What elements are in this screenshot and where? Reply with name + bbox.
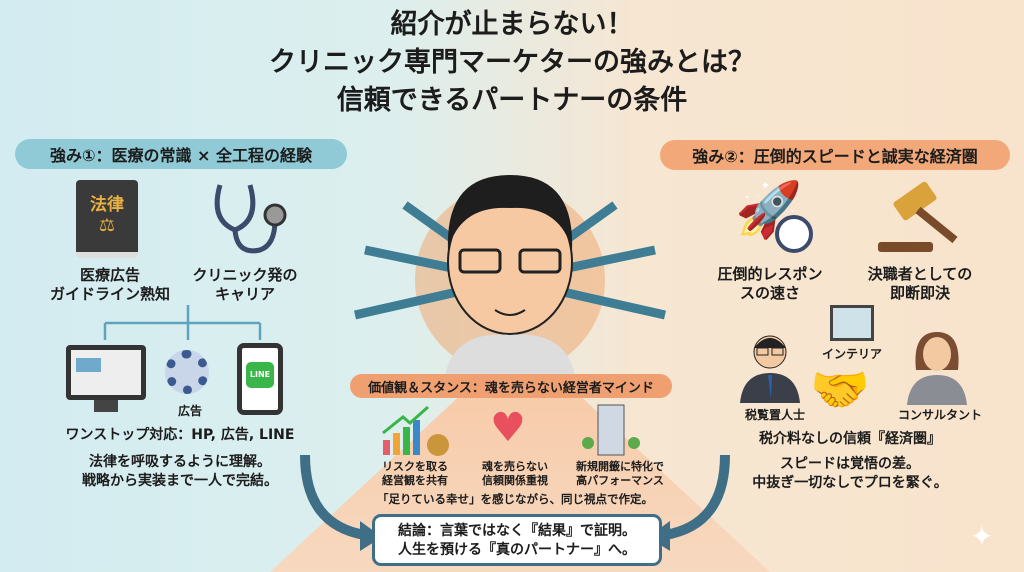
- stethoscope-icon: [214, 184, 287, 254]
- strength1-heading: 強み①：医療の常識 × 全工程の経験: [15, 139, 347, 169]
- building-icon: [582, 404, 640, 456]
- gavel-icon: [878, 181, 958, 252]
- strength1-description: 法律を呼吸するように理解。戦略から実装まで一人で完結。: [82, 454, 278, 489]
- values-heading: 価値観＆スタンス：魂を売らない経営者マインド: [350, 374, 672, 398]
- line-app-icon: LINE: [246, 362, 274, 388]
- ad-label: 広告: [177, 404, 202, 418]
- career-label: クリニック発のキャリア: [192, 266, 298, 303]
- response-label: 圧倒的レスポンスの速さ: [717, 265, 823, 302]
- heart-icon: ♥: [490, 405, 526, 451]
- clock-icon: [775, 215, 813, 253]
- interior-icon: [830, 305, 874, 341]
- value-item-3: 新規開籤に特化で高パフォーマンス: [576, 460, 664, 487]
- smartphone-icon: LINE: [237, 343, 283, 415]
- conclusion-box: 結論：言葉ではなく『結果』で証明。人生を預ける『真のパートナー』へ。: [372, 514, 662, 566]
- value-item-1: リスクを取る経営観を共有: [382, 460, 448, 487]
- tax-accountant-icon: [740, 335, 800, 403]
- decision-label: 決職者としての即断即決: [867, 265, 973, 302]
- guideline-label: 医療広告ガイドライン熟知: [49, 266, 170, 303]
- strength2-heading: 強み②：圧倒的スピードと誠実な経済圏: [660, 140, 1010, 170]
- portrait-with-arrows: [354, 175, 666, 375]
- gear-icon: [165, 350, 209, 394]
- value-item-2: 魂を売らない信頼関係重視: [482, 460, 548, 487]
- tax-label: 税覧置人士: [744, 408, 805, 422]
- flow-arrows: [103, 305, 262, 340]
- sparkle-icon: ✦: [970, 520, 994, 553]
- consultant-icon: [907, 332, 967, 405]
- monitor-stand: [94, 400, 118, 412]
- monitor-icon: [66, 345, 146, 400]
- values-note: 「足りている幸せ」を感じながら、同じ視点で作定。: [377, 492, 653, 506]
- strength2-description: スピードは覚悟の差。中抜ぎ一切なしでプロを緊ぐ。: [752, 456, 948, 491]
- consultant-label: コンサルタント: [897, 408, 982, 422]
- network-label: 税介料なしの信頼『経済圏』: [759, 431, 941, 447]
- interior-label: インテリア: [821, 347, 882, 361]
- law-book-icon: 法律 ⚖: [76, 180, 138, 258]
- page-title: 紹介が止まらない！ クリニック専門マーケターの強みとは？ 信頼できるパートナーの…: [269, 9, 755, 116]
- handshake-icon: 🤝: [810, 362, 870, 418]
- growth-chart-icon: [382, 405, 449, 456]
- onestop-label: ワンストップ対応：HP, 広告, LINE: [65, 427, 295, 443]
- curved-arrows: [300, 455, 730, 551]
